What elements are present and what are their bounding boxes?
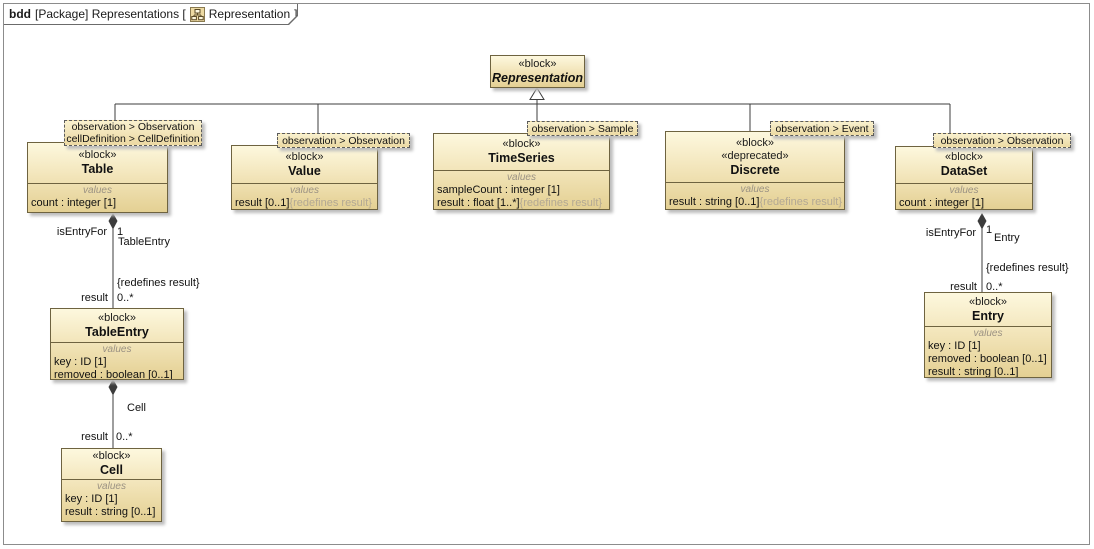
assoc-role-result[interactable]: result	[81, 431, 108, 443]
assoc-name[interactable]: Entry	[994, 232, 1020, 244]
block-value[interactable]: «block» Value values result [0..1]{redef…	[231, 145, 378, 210]
stereotype-label: «block»	[285, 150, 324, 163]
stereotype-label: «block»	[945, 151, 983, 163]
tagbox-value[interactable]: observation > Observation	[277, 133, 410, 148]
assoc-multiplicity[interactable]: 0..*	[117, 292, 134, 304]
stereotype-label: «block»	[98, 311, 136, 324]
values-title: values	[740, 184, 770, 195]
value-line: sampleCount : integer [1]	[437, 184, 560, 196]
assoc-multiplicity[interactable]: 0..*	[116, 431, 133, 443]
block-name: TimeSeries	[488, 151, 555, 165]
tag-line: observation > Observation	[940, 134, 1064, 147]
block-tableentry[interactable]: «block» TableEntry values key : ID [1] r…	[50, 308, 184, 380]
diagram-frame	[3, 3, 1090, 545]
block-name: Entry	[972, 308, 1004, 323]
value-line: removed : boolean [0..1]	[54, 369, 173, 379]
values-title: values	[97, 481, 126, 492]
block-name: TableEntry	[85, 324, 149, 339]
composite-diamond-table[interactable]	[108, 213, 118, 230]
composite-diamond-tableentry[interactable]	[108, 379, 118, 396]
tag-line: observation > Event	[775, 122, 869, 135]
block-name: Table	[81, 162, 114, 176]
values-title: values	[507, 172, 536, 183]
stereotype-label: «block»	[969, 295, 1007, 308]
values-title: values	[973, 328, 1003, 339]
block-entry[interactable]: «block» Entry values key : ID [1] remove…	[924, 292, 1052, 378]
stereotype-label: «deprecated»	[721, 149, 789, 162]
value-line: key : ID [1]	[54, 356, 107, 368]
diagram-name-label: Representation	[208, 7, 291, 21]
value-line: result : string [0..1]{redefines result}	[669, 196, 843, 208]
assoc-multiplicity[interactable]: 1	[986, 224, 993, 236]
values-title: values	[290, 185, 319, 196]
block-name: DataSet	[940, 164, 988, 178]
assoc-role-result[interactable]: result	[950, 281, 977, 293]
value-line: result [0..1]{redefines result}	[235, 197, 372, 209]
tag-line: observation > Sample	[531, 122, 634, 135]
value-line: key : ID [1]	[65, 493, 118, 505]
value-line: key : ID [1]	[928, 340, 981, 352]
block-name: Cell	[100, 463, 123, 477]
diagram-kind-label: bdd	[9, 7, 31, 21]
value-line: count : integer [1]	[31, 197, 116, 209]
block-name: Value	[288, 163, 321, 178]
tagbox-discrete[interactable]: observation > Event	[770, 121, 874, 136]
values-title: values	[102, 344, 132, 355]
assoc-role-result[interactable]: result	[81, 292, 108, 304]
value-line: result : string [0..1]	[65, 506, 156, 518]
stereotype-label: «block»	[518, 57, 557, 70]
diagram-context-label: [Package] Representations [	[35, 7, 186, 21]
assoc-role-isEntryFor[interactable]: isEntryFor	[925, 227, 976, 239]
block-cell[interactable]: «block» Cell values key : ID [1] result …	[61, 448, 162, 522]
assoc-constraint[interactable]: {redefines result}	[117, 277, 200, 289]
block-name: Representation	[492, 70, 583, 85]
block-representation[interactable]: «block» Representation	[490, 55, 585, 88]
tagbox-timeseries[interactable]: observation > Sample	[527, 121, 638, 136]
block-discrete[interactable]: «block» «deprecated» Discrete values res…	[665, 131, 845, 210]
class-diagram-icon	[190, 7, 205, 22]
values-title: values	[83, 185, 112, 196]
assoc-name[interactable]: TableEntry	[118, 236, 170, 248]
tag-line: observation > Observation	[282, 134, 405, 147]
diagram-closing-bracket: ]	[294, 7, 298, 21]
assoc-multiplicity[interactable]: 1	[117, 226, 124, 238]
assoc-constraint[interactable]: {redefines result}	[986, 262, 1069, 274]
block-dataset[interactable]: «block» DataSet values count : integer […	[895, 146, 1033, 210]
tagbox-dataset[interactable]: observation > Observation	[933, 133, 1071, 148]
assoc-multiplicity[interactable]: 0..*	[986, 281, 1003, 293]
stereotype-label: «block»	[78, 149, 117, 161]
value-line: result : string [0..1]	[928, 366, 1019, 377]
block-table[interactable]: «block» Table values count : integer [1]	[27, 142, 168, 213]
assoc-role-isEntryFor[interactable]: isEntryFor	[56, 226, 107, 238]
tag-line: observation > Observation	[71, 121, 195, 133]
tagbox-table[interactable]: observation > Observation cellDefinition…	[64, 120, 202, 146]
assoc-name[interactable]: Cell	[127, 402, 146, 414]
generalization-triangle[interactable]	[529, 87, 545, 100]
value-line: count : integer [1]	[899, 197, 984, 209]
block-timeseries[interactable]: «block» TimeSeries values sampleCount : …	[433, 133, 610, 210]
stereotype-label: «block»	[502, 138, 541, 150]
values-title: values	[949, 185, 979, 196]
diagram-header-tab[interactable]: bdd [Package] Representations [ Represen…	[4, 4, 298, 25]
stereotype-label: «block»	[92, 450, 131, 462]
tag-line: cellDefinition > CellDefinition	[66, 133, 200, 145]
value-line: removed : boolean [0..1]	[928, 353, 1047, 365]
block-name: Discrete	[730, 162, 780, 177]
stereotype-label: «block»	[736, 136, 774, 149]
value-line: result : float [1..*]{redefines result}	[437, 197, 603, 209]
composite-diamond-dataset[interactable]	[977, 213, 987, 230]
